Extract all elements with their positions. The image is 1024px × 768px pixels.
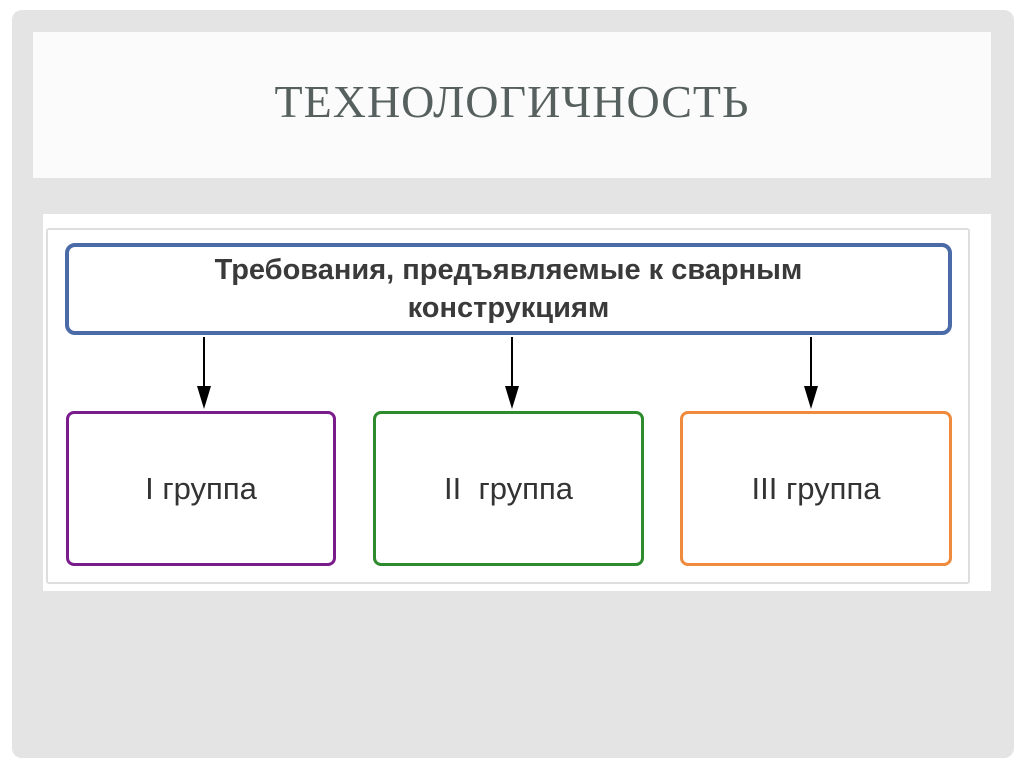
group-1-label: I группа	[145, 470, 257, 506]
root-requirements-label: Требования, предъявляемые к сварным конс…	[214, 254, 803, 324]
group-1-box: I группа	[66, 411, 336, 566]
title-band	[33, 32, 991, 178]
group-3-box: III группа	[680, 411, 952, 566]
group-3-label: III группа	[751, 470, 881, 506]
group-2-label: II группа	[444, 470, 573, 506]
slide-title: ТЕХНОЛОГИЧНОСТЬ	[274, 76, 750, 127]
group-2-box: II группа	[373, 411, 644, 566]
root-requirements-box: Требования, предъявляемые к сварным конс…	[65, 243, 952, 335]
